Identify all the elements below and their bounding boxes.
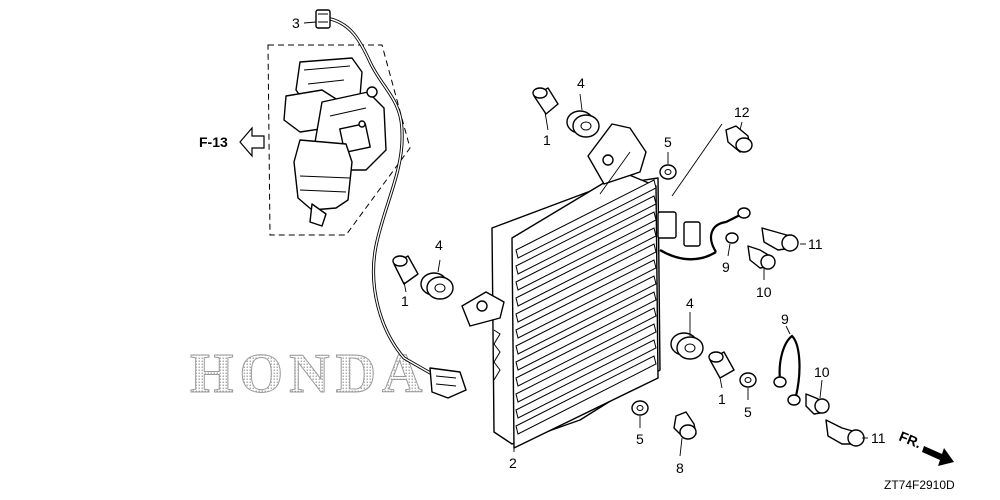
callout-5c: 5 xyxy=(744,404,752,420)
front-direction-arrow-icon xyxy=(922,446,954,466)
cooling-fin xyxy=(515,307,657,387)
washer-5b xyxy=(631,400,649,416)
washer-5a xyxy=(659,164,677,180)
callout-8: 8 xyxy=(676,460,684,476)
cooling-fin xyxy=(515,211,657,291)
cooling-fin xyxy=(515,275,657,355)
callout-4a: 4 xyxy=(577,75,585,91)
ground-wire-9b xyxy=(773,334,801,406)
rubber-mount-4c xyxy=(670,332,704,360)
collar-1a xyxy=(532,87,559,115)
control-unit xyxy=(461,123,717,449)
carburetor xyxy=(283,57,387,227)
callout-9a: 9 xyxy=(722,259,730,275)
callout-1c: 1 xyxy=(718,391,726,407)
leader-lines xyxy=(303,21,868,457)
cooling-fin xyxy=(515,179,657,259)
diagram-code: ZT74F2910D xyxy=(884,478,955,492)
cooling-fin xyxy=(515,291,657,371)
callout-5b: 5 xyxy=(636,431,644,447)
collar-1b xyxy=(392,255,419,285)
wire-plug xyxy=(429,367,467,399)
cooling-fin xyxy=(515,195,657,275)
reference-label-f13: F-13 xyxy=(199,134,228,150)
cooling-fin xyxy=(515,355,657,435)
callout-12: 12 xyxy=(734,104,750,120)
wire-connector-top xyxy=(315,9,331,29)
ground-wire-9a xyxy=(709,207,751,253)
callout-10b: 10 xyxy=(814,364,830,380)
callout-1b: 1 xyxy=(401,293,409,309)
cooling-fin xyxy=(515,339,657,419)
callout-4b: 4 xyxy=(435,237,443,253)
bolt-10a xyxy=(747,245,776,270)
reference-arrow-icon xyxy=(239,126,265,158)
honda-watermark: HONDA xyxy=(190,343,428,405)
cooling-fin xyxy=(515,243,657,323)
callout-1a: 1 xyxy=(543,132,551,148)
rubber-mount-4b xyxy=(420,272,454,300)
front-direction-label: FR. xyxy=(897,428,924,451)
callout-11a: 11 xyxy=(808,236,823,252)
cooling-fin xyxy=(515,227,657,307)
callout-9b: 9 xyxy=(781,311,789,327)
cooling-fin xyxy=(515,259,657,339)
cooling-fins xyxy=(515,179,657,435)
rubber-mount-4a xyxy=(566,110,600,138)
cooling-fin xyxy=(515,323,657,403)
washer-5c xyxy=(739,372,757,388)
bolt-11b xyxy=(825,419,865,447)
bolt-12 xyxy=(725,125,753,153)
collar-1c xyxy=(708,351,735,379)
callout-10a: 10 xyxy=(756,284,772,300)
bolt-8 xyxy=(673,411,697,440)
bolt-11a xyxy=(761,227,799,252)
callout-3: 3 xyxy=(292,15,300,31)
callout-4c: 4 xyxy=(686,295,694,311)
callout-5a: 5 xyxy=(664,134,672,150)
callout-11b: 11 xyxy=(871,430,886,446)
callout-2: 2 xyxy=(509,455,517,471)
bolt-10b xyxy=(805,393,830,415)
